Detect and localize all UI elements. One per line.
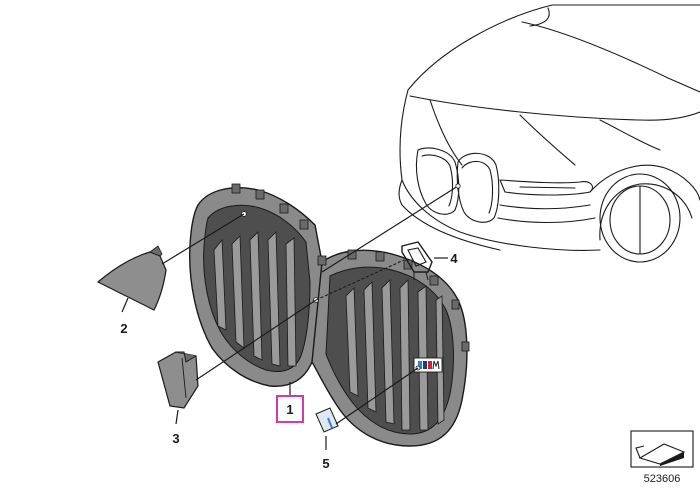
folded-sheet-icon: [635, 443, 686, 466]
leader-lines: [121, 183, 461, 450]
callout-5-label: 5: [322, 456, 329, 471]
reference-number: 523606: [644, 473, 681, 485]
callout-2-label: 2: [120, 321, 127, 336]
callout-1-highlight: [276, 395, 304, 423]
kidney-grille: [189, 183, 470, 447]
trim-panel-part-2: [96, 245, 167, 311]
label-part-5: [315, 407, 339, 433]
callout-1-label: 1: [286, 402, 293, 417]
callout-4-label: 4: [450, 251, 458, 266]
callout-3-label: 3: [172, 431, 179, 446]
left-slats: [213, 231, 297, 367]
right-slats: [345, 279, 445, 431]
reference-box: 523606: [630, 430, 694, 485]
bracket-part-4: [401, 241, 433, 281]
car-outline: [398, 4, 700, 263]
callout-1: 1: [276, 395, 304, 423]
mounting-clips: [231, 183, 470, 352]
bracket-part-3: [157, 351, 199, 409]
m-badge-icon: [413, 357, 443, 373]
